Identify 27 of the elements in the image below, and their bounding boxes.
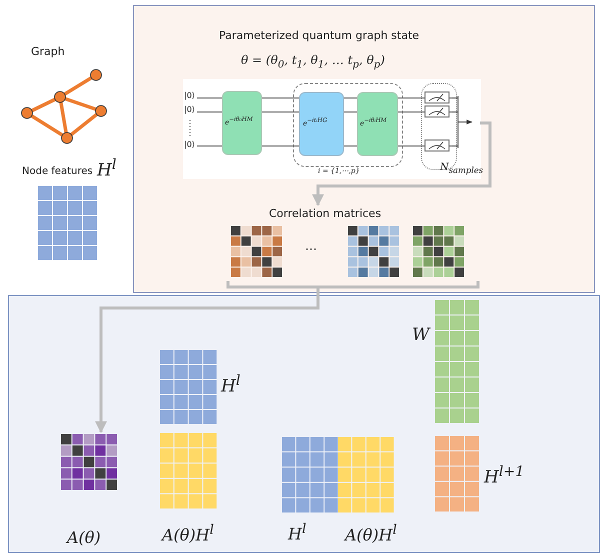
annotation: N$_{samples}$ — [440, 162, 484, 175]
qubit-label: |0⟩ — [184, 105, 195, 114]
qubit-label: |0⟩ — [184, 140, 195, 149]
matrix-drawing — [61, 434, 118, 491]
title: Parameterized quantum graph state — [219, 29, 420, 42]
title: Correlation matrices — [269, 207, 382, 220]
gate-box — [222, 91, 262, 155]
caption: Graph — [31, 45, 65, 58]
caption: Node features — [22, 166, 93, 177]
repeat-block — [293, 83, 403, 167]
matrix-label: H$^{l}$ — [221, 373, 240, 397]
matrix-label: A(θ) — [67, 528, 101, 547]
gate-box — [299, 92, 344, 156]
gate-box — [357, 92, 398, 156]
matrix-label: A(θ)H$^{l}$ — [162, 523, 214, 544]
quantum-circuit — [183, 79, 481, 179]
matrix-label: H$^{l}$ — [288, 522, 306, 544]
qubit-label: |0⟩ — [184, 91, 195, 100]
matrix-label: H$^{l}$ — [97, 157, 116, 181]
formula: θ = (θ$_{0}$, t$_{1}$, θ$_{1}$, … t$_{p}$, θ$_{p}$) — [241, 53, 385, 70]
ellipsis: ⋯ — [305, 242, 317, 256]
matrix-label: H$^{l+1}$ — [484, 464, 524, 488]
matrix-label: A(θ)H$^{l}$ — [345, 523, 397, 544]
panel — [133, 5, 595, 293]
matrix-label: W — [412, 325, 430, 345]
arrow — [95, 287, 320, 434]
arrow — [312, 122, 492, 206]
